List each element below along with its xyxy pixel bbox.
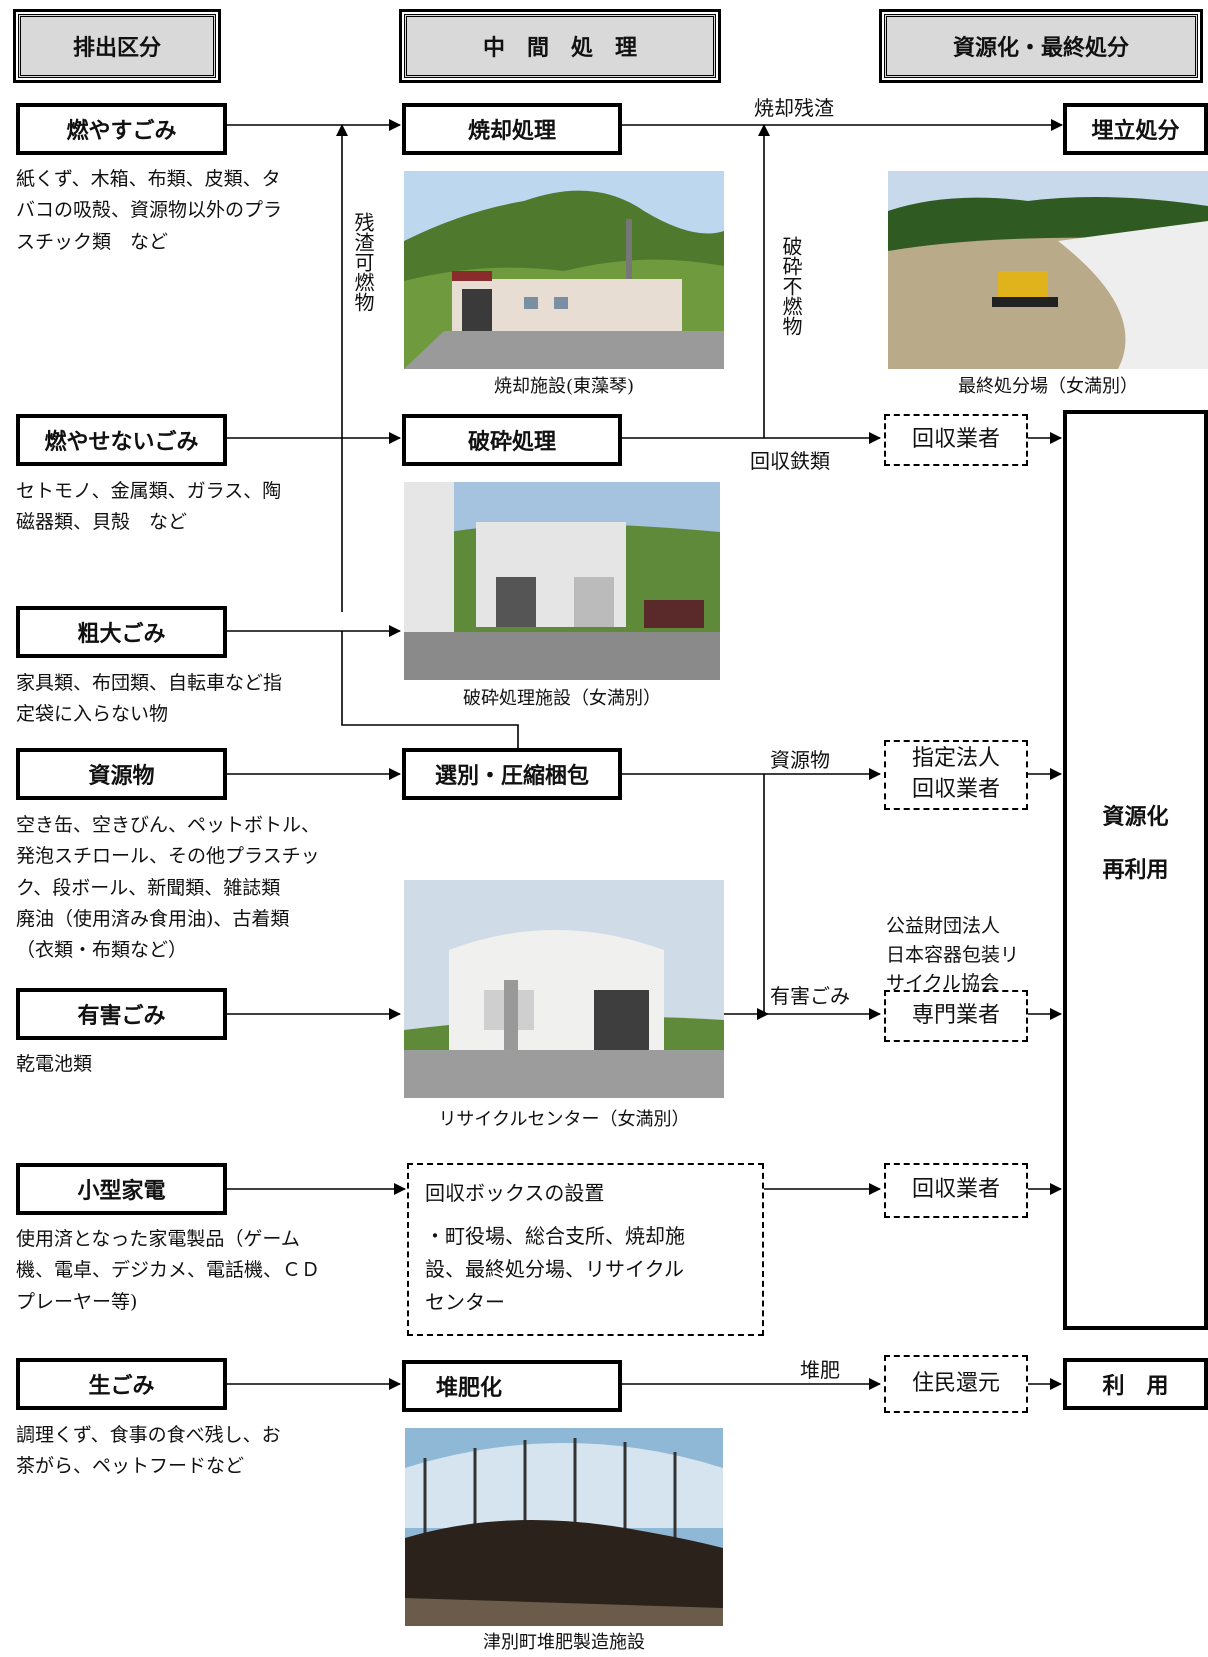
process-crushing: 破砕処理 — [402, 414, 622, 466]
category-nonburnable: 燃やせないごみ — [16, 414, 227, 466]
label-recovered-iron: 回収鉄類 — [750, 449, 830, 473]
caption-crushing-facility: 破砕処理施設（女満別） — [463, 688, 661, 709]
label-crushed-incombustible: 破砕不燃物 — [778, 236, 803, 336]
category-nonburnable-desc: セトモノ、金属類、ガラス、陶磁器類、貝殻 など — [16, 480, 282, 534]
process-incineration: 焼却処理 — [402, 103, 622, 155]
category-appliances: 小型家電 — [16, 1163, 227, 1215]
collection-box-title: 回収ボックスの設置 — [425, 1181, 605, 1205]
category-resources-desc: 空き缶、空きびん、ペットボトル、発泡スチロール、その他プラスチック、段ボール、新… — [16, 814, 321, 962]
label-crushed-incombustible-text: 破砕不燃物 — [779, 236, 803, 336]
label-compost-flow: 堆肥 — [800, 1358, 840, 1382]
label-hazardous-flow: 有害ごみ — [770, 984, 850, 1008]
caption-recycle-center: リサイクルセンター（女満別） — [438, 1109, 690, 1130]
category-hazardous: 有害ごみ — [16, 988, 227, 1040]
outcome-recovery-vendor-2: 回収業者 — [884, 1163, 1028, 1218]
category-oversized: 粗大ごみ — [16, 606, 227, 658]
outcome-landfill: 埋立処分 — [1063, 103, 1208, 155]
category-hazardous-desc: 乾電池類 — [16, 1053, 93, 1075]
photo-recycle-center — [404, 880, 724, 1098]
outcome-recovery-vendor-1: 回収業者 — [884, 414, 1028, 466]
collection-box-panel: 回収ボックスの設置 ・町役場、総合支所、焼却施 設、最終処分場、リサイクル セン… — [407, 1163, 764, 1336]
caption-incinerator: 焼却施設(東藻琴) — [493, 376, 635, 397]
photo-compost-facility — [405, 1428, 723, 1626]
photo-crushing-facility — [404, 482, 720, 680]
outcome-specialist: 専門業者 — [884, 990, 1028, 1042]
category-oversized-desc: 家具類、布団類、自転車など指定袋に入らない物 — [16, 672, 283, 726]
label-incineration-residue: 焼却残渣 — [754, 96, 834, 120]
process-sorting: 選別・圧縮梱包 — [402, 748, 622, 800]
outcome-recycle: 資源化再利用 — [1063, 410, 1208, 1330]
category-burnable: 燃やすごみ — [16, 103, 227, 155]
category-food: 生ごみ — [16, 1358, 227, 1410]
photo-incinerator — [404, 171, 724, 369]
category-food-desc: 調理くず、食事の食べ残し、お茶がら、ペットフードなど — [16, 1424, 281, 1478]
process-composting: 堆肥化 — [402, 1360, 622, 1412]
header-intermediate: 中 間 処 理 — [399, 9, 721, 83]
caption-compost-facility: 津別町堆肥製造施設 — [483, 1632, 645, 1653]
outcome-designated-corp: 指定法人回収業者 — [884, 740, 1028, 810]
header-final: 資源化・最終処分 — [879, 9, 1203, 83]
label-resources-flow: 資源物 — [770, 748, 830, 772]
outcome-use: 利 用 — [1063, 1358, 1208, 1410]
header-discharge: 排出区分 — [13, 9, 221, 83]
category-burnable-desc: 紙くず、木箱、布類、皮類、タバコの吸殻、資源物以外のプラスチック類 など — [16, 168, 283, 253]
label-residual-combustible-text: 残渣可燃物 — [351, 212, 375, 312]
label-residual-combustible: 残渣可燃物 — [350, 212, 375, 312]
category-resources: 資源物 — [16, 748, 227, 800]
photo-landfill-site — [888, 171, 1208, 369]
label-jcpra: 公益財団法人日本容器包装リサイクル協会 — [886, 915, 1020, 994]
caption-landfill-site: 最終処分場（女満別） — [958, 376, 1138, 397]
outcome-resident-return: 住民還元 — [884, 1355, 1028, 1413]
